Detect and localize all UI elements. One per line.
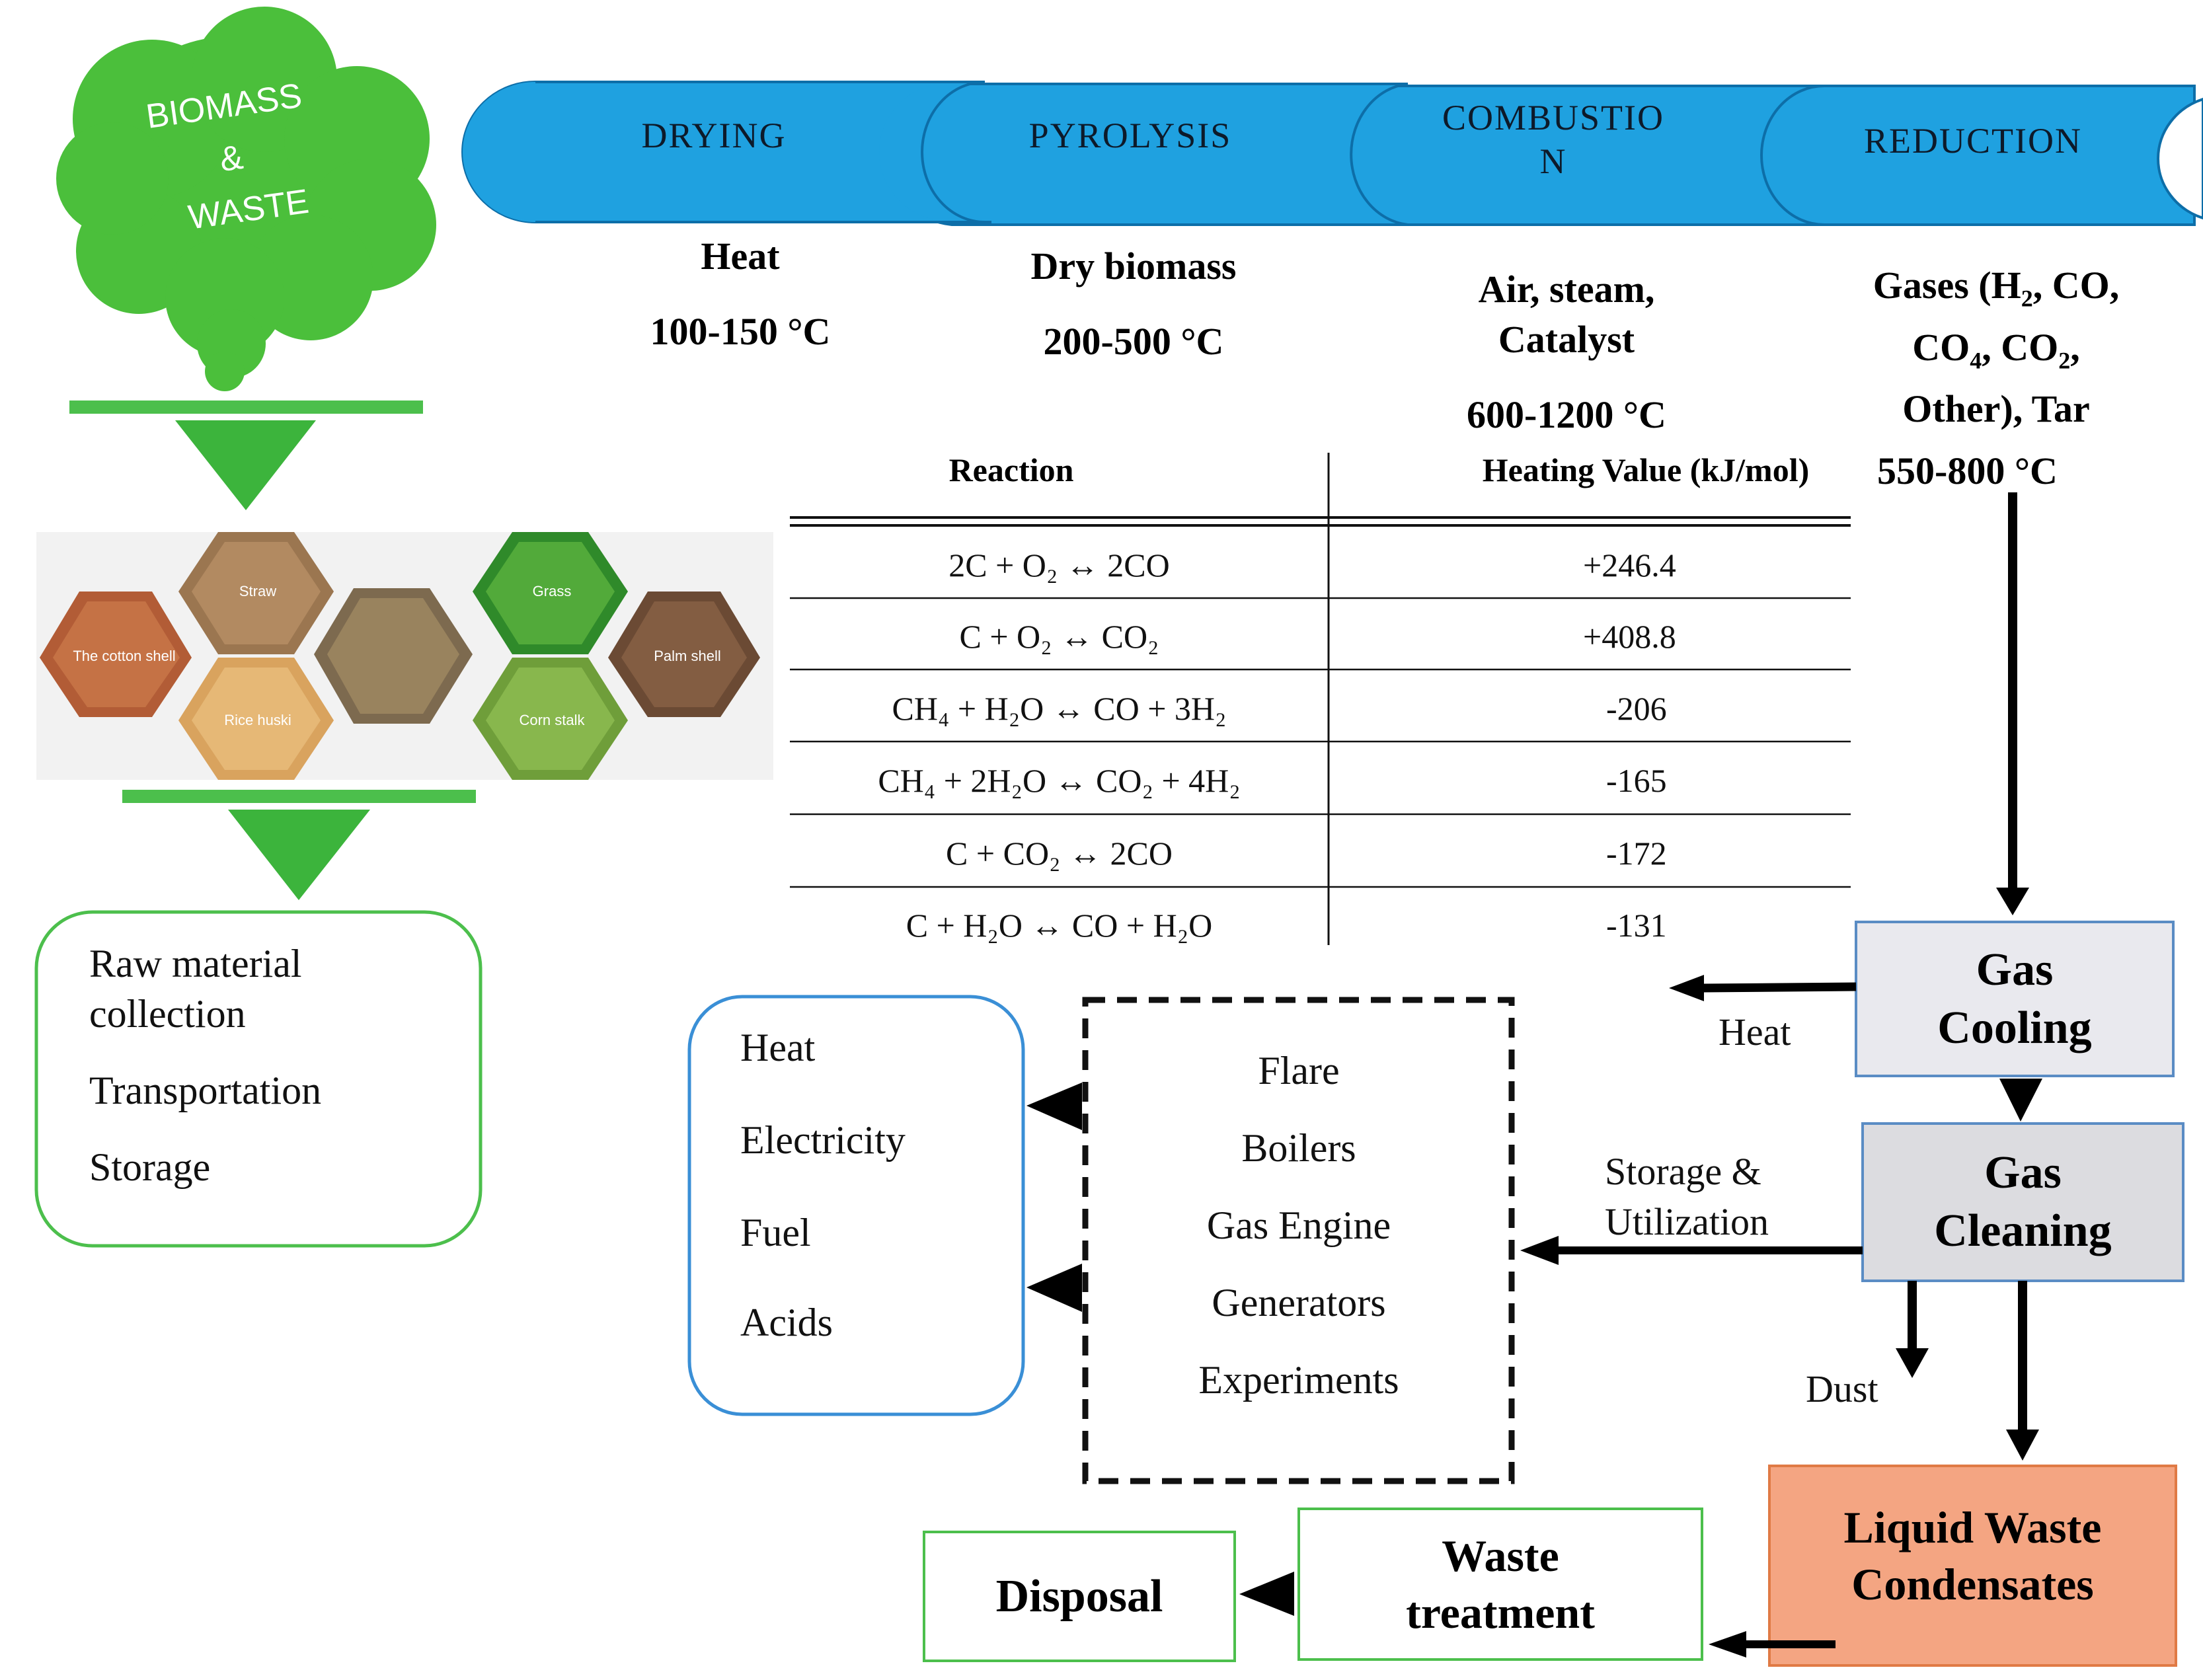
utilization-list: Flare Boilers Gas Engine Generators Expe… (1097, 1044, 1500, 1406)
logistics-list: Raw material collection Transportation S… (89, 938, 321, 1192)
disposal-box (923, 1531, 1236, 1662)
utilization-experiments: Experiments (1198, 1358, 1399, 1402)
product-heat: Heat (740, 1026, 816, 1069)
products-box (687, 995, 1025, 1416)
feedstock-label-rice: Rice huski (224, 712, 291, 728)
disposal-label: Disposal (995, 1570, 1163, 1622)
combustion-conditions: Air, steam, Catalyst 600-1200 °C (1408, 264, 1725, 440)
value-row-6: -131 (1606, 907, 1667, 944)
reduction-temp: 550-800 °C (1877, 449, 2058, 493)
gas-cooling-line1: Gas (1976, 944, 2054, 995)
gas-cooling-label: Gas Cooling (1856, 922, 2173, 1076)
reaction-row-1: 2C + O₂ ↔ 2CO (948, 547, 1170, 584)
gas-cleaning-line2: Cleaning (1934, 1205, 2112, 1256)
value-row-4: -165 (1606, 762, 1667, 799)
reaction-row-3: CH₄ + H₂O ↔ CO + 3H₂ (892, 690, 1227, 727)
utilization-flare: Flare (1258, 1049, 1340, 1092)
feedstock-label-straw: Straw (239, 583, 277, 599)
reaction-row-4: CH₄ + 2H₂O ↔ CO₂ + 4H₂ (878, 762, 1241, 799)
liquid-waste-box (1768, 1465, 2177, 1667)
gas-cleaning-label: Gas Cleaning (1863, 1124, 2183, 1281)
drying-conditions: Heat 100-150 °C (588, 231, 892, 357)
utilization-generators: Generators (1212, 1281, 1386, 1324)
logistics-item-3: Storage (89, 1145, 211, 1189)
combustion-temp: 600-1200 °C (1467, 393, 1666, 436)
feedstock-label-cotton: The cotton shell (73, 648, 176, 664)
stage-shapes (461, 81, 2196, 226)
value-row-2: +408.8 (1583, 618, 1676, 655)
combustion-input-line2: Catalyst (1498, 318, 1635, 361)
gas-cleaning-line1: Gas (1984, 1147, 2062, 1198)
pyrolysis-temp: 200-500 °C (1043, 320, 1224, 363)
value-row-5: -172 (1606, 835, 1667, 872)
reaction-row-6: C + H₂O ↔ CO + H₂O (906, 907, 1213, 944)
pyrolysis-input: Dry biomass (1030, 245, 1237, 287)
products-list: Heat Electricity Fuel Acids (740, 1021, 906, 1349)
stage-combustion: COMBUSTIO N (1442, 98, 1665, 181)
waste-treatment-label: Waste treatment (1299, 1509, 1702, 1660)
stage-reduction: REDUCTION (1864, 121, 2082, 161)
dust-label: Dust (1806, 1367, 1878, 1410)
stage-end-cap (2157, 97, 2203, 220)
gas-cooling-box (1855, 921, 2175, 1077)
gas-cooling-line2: Cooling (1937, 1002, 2092, 1053)
waste-treatment-line2: treatment (1406, 1587, 1595, 1638)
flow-arrows (1026, 492, 2042, 1658)
reaction-row-5: C + CO₂ ↔ 2CO (946, 835, 1173, 872)
storage-utilization-label: Storage & Utilization (1605, 1147, 1769, 1247)
reduction-gases-line1: Gases (H2, CO, (1873, 264, 2120, 312)
logistics-box (34, 910, 483, 1248)
table-header-value: Heating Value (kJ/mol) (1482, 451, 1810, 488)
storage-line2: Utilization (1605, 1200, 1769, 1243)
heat-output-label: Heat (1719, 1011, 1791, 1053)
feedstock-label-palm: Palm shell (654, 648, 721, 664)
product-electricity: Electricity (740, 1118, 906, 1162)
biomass-cloud-shape (56, 7, 436, 391)
reduction-gases-line3: Other), Tar (1902, 387, 2090, 431)
drying-input: Heat (701, 235, 780, 278)
liquid-waste-line1: Liquid Waste (1843, 1502, 2102, 1552)
waste-treatment-box (1297, 1508, 1703, 1661)
product-acids: Acids (740, 1301, 833, 1344)
stage-drying: DRYING (641, 116, 787, 155)
value-row-1: +246.4 (1583, 547, 1676, 584)
reduction-conditions: Gases (H2, CO, CO4, CO2, Other), Tar 550… (1798, 261, 2194, 496)
feedstock-image-panel (36, 532, 773, 780)
storage-line1: Storage & (1605, 1150, 1761, 1193)
logistics-item-2: Transportation (89, 1069, 322, 1112)
feedstock-label-grass: Grass (532, 583, 572, 599)
stage-pyrolysis: PYROLYSIS (1028, 116, 1232, 155)
table-header-reaction: Reaction (948, 451, 1074, 488)
logistics-item-1-line1: Raw material (89, 942, 302, 985)
waste-treatment-line1: Waste (1442, 1531, 1559, 1581)
utilization-box (1082, 997, 1515, 1484)
utilization-gas-engine: Gas Engine (1206, 1203, 1391, 1247)
pyrolysis-conditions: Dry biomass 200-500 °C (972, 241, 1295, 367)
drying-temp: 100-150 °C (650, 310, 831, 353)
gas-cleaning-box (1861, 1122, 2184, 1282)
liquid-waste-label: Liquid Waste Condensates (1769, 1466, 2176, 1665)
funnel-arrow-bottom (122, 790, 476, 900)
reduction-gases-line2: CO4, CO2, (1912, 325, 2080, 374)
product-fuel: Fuel (740, 1211, 811, 1254)
reaction-table-lines (790, 453, 1851, 945)
value-row-3: -206 (1606, 690, 1667, 727)
funnel-arrow-top (69, 401, 423, 510)
reaction-row-2: C + O₂ ↔ CO₂ (959, 618, 1159, 655)
liquid-waste-line2: Condensates (1851, 1559, 2094, 1609)
combustion-input-line1: Air, steam, (1478, 268, 1655, 311)
feedstock-label-corn: Corn stalk (519, 712, 585, 728)
utilization-boilers: Boilers (1241, 1126, 1356, 1170)
cloud-label: BIOMASS & WASTE (102, 63, 360, 254)
logistics-item-1-line2: collection (89, 992, 246, 1036)
